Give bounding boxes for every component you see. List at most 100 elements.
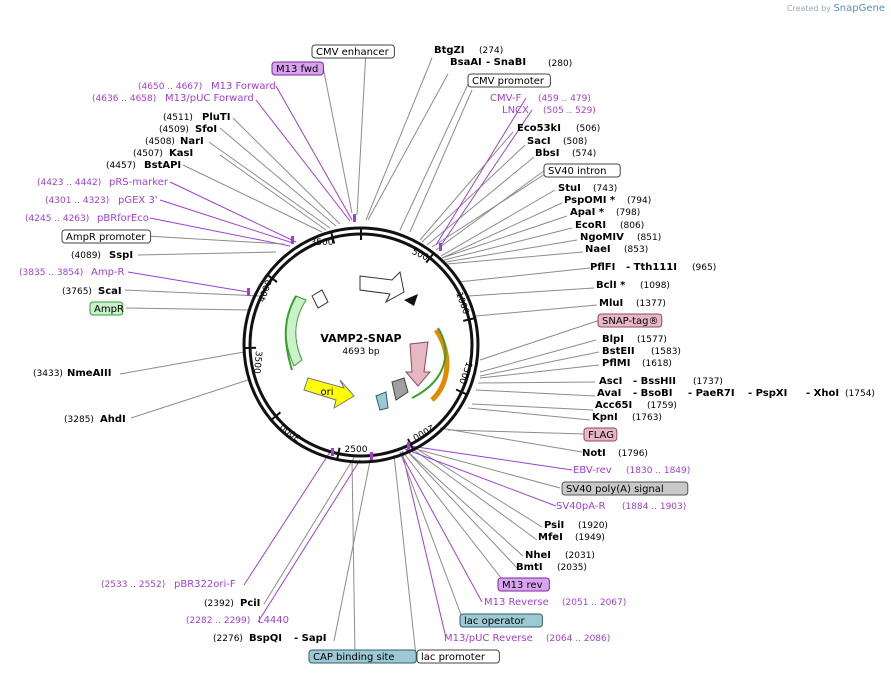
enzyme-label-pspomi: PspOMI * — [564, 195, 616, 206]
primer-line-9 — [404, 448, 557, 507]
enzyme-label-noti: NotI — [582, 448, 606, 459]
enzyme-position-nari: (4508) — [145, 137, 175, 147]
enzyme-label-eco53ki: Eco53kI — [517, 123, 561, 134]
ampr-promoter-arrow — [311, 289, 329, 309]
enzyme-label-bcli: BclI * — [596, 280, 626, 291]
primer-line-4 — [149, 217, 291, 247]
enzyme-label-mlui: MluI — [599, 298, 623, 309]
primer-line-6 — [435, 97, 527, 246]
enzyme-label-nmeaiii: NmeAIII — [67, 368, 111, 379]
leader-line-32 — [219, 154, 327, 231]
leader-line-26 — [409, 446, 538, 541]
feature-label-ampr-promoter: AmpR promoter — [66, 232, 146, 243]
feature-line-11 — [125, 307, 251, 311]
tick-mark-4500 — [330, 231, 336, 244]
enzyme-position-nmeaiii: (3433) — [33, 369, 63, 379]
leader-line-2 — [367, 73, 449, 221]
site-marker-4 — [331, 448, 334, 456]
enzyme-position-eco53ki: (506) — [576, 124, 600, 134]
primer-label-m13-forward: M13 Forward — [211, 81, 276, 92]
primer-range-pbrforeco: (4245 .. 4263) — [25, 214, 89, 224]
primer-range-l4440: (2282 .. 2299) — [186, 616, 250, 626]
sv40-intron-marker — [404, 294, 418, 306]
primer-line-7 — [439, 109, 533, 248]
enzyme-position-noti: (1796) — [618, 449, 648, 459]
leader-line-34 — [137, 251, 277, 256]
enzyme-label-snabi: - SnaBI — [486, 57, 526, 68]
enzyme-position-kpni: (1763) — [632, 413, 662, 423]
enzyme-label-blpi: BlpI — [602, 334, 624, 345]
enzyme-label-apai: ApaI * — [570, 207, 605, 218]
primer-range-prs-marker: (4423 .. 4442) — [37, 178, 101, 188]
feature-box-m13-rev — [497, 577, 550, 592]
enzyme-label-asci: AscI — [599, 376, 622, 387]
feature-label-lac-operator: lac operator — [464, 616, 525, 627]
leader-line-1 — [365, 57, 433, 221]
enzyme-position-mfei: (1949) — [575, 533, 605, 543]
leader-line-33 — [182, 164, 323, 233]
enzyme-label-pflmi: PflMI — [602, 358, 630, 369]
enzyme-position-tth111i: (965) — [692, 263, 716, 273]
gene-orange-arc — [430, 328, 450, 402]
enzyme-position-btgzi: (274) — [479, 46, 503, 56]
enzyme-label-mfei: MfeI — [538, 532, 563, 543]
primer-label-ebv-rev: EBV-rev — [573, 465, 612, 476]
tick-mark-3000 — [270, 411, 282, 421]
primer-range-pbr322ori-f: (2533 .. 2552) — [101, 580, 165, 590]
sv40-polya-arrow — [391, 377, 409, 401]
primer-label-lncx: LNCX — [502, 105, 529, 116]
primer-range-lncx: (505 .. 529) — [543, 106, 596, 116]
primer-line-0 — [275, 85, 353, 221]
primer-line-3 — [159, 199, 294, 244]
leader-line-15 — [467, 287, 595, 297]
site-marker-6 — [247, 288, 250, 296]
site-marker-2 — [407, 442, 410, 450]
snap-tag-arrow — [404, 341, 432, 387]
leader-line-10 — [441, 215, 568, 259]
feature-label-cmv-enhancer: CMV enhancer — [316, 47, 390, 58]
feature-line-10 — [145, 235, 285, 245]
primer-label-m13-puc-forward: M13/pUC Forward — [165, 93, 254, 104]
primer-line-10 — [399, 451, 483, 603]
enzyme-position-bcli: (1098) — [640, 281, 670, 291]
primer-label-m13-reverse: M13 Reverse — [484, 597, 549, 608]
enzyme-label-kasi: KasI — [169, 148, 193, 159]
primer-range-sv40pa-r: (1884 .. 1903) — [622, 502, 686, 512]
enzyme-position-ngomiv: (851) — [637, 233, 661, 243]
feature-box-sv40-intron — [543, 163, 621, 178]
primer-label-prs-marker: pRS-marker — [109, 177, 169, 188]
enzyme-position-kasi: (4507) — [133, 149, 163, 159]
leader-line-5 — [421, 144, 526, 243]
enzyme-position-apai: (798) — [616, 208, 640, 218]
leader-line-9 — [441, 202, 563, 259]
enzyme-label-paer7i: - PaeR7I — [688, 388, 735, 399]
leader-line-4 — [419, 131, 514, 241]
feature-label-snap-tag: SNAP-tag® — [602, 316, 658, 327]
enzyme-position-pflmi: (1618) — [642, 359, 672, 369]
leader-line-0 — [321, 61, 353, 214]
leader-line-23 — [467, 407, 591, 421]
enzyme-label-bspqi: BspQI — [249, 633, 282, 644]
enzyme-label-bbsi: BbsI — [535, 148, 559, 159]
feature-line-7 — [399, 451, 464, 621]
plasmid-length: 4693 bp — [342, 347, 379, 357]
enzyme-label-nari: NarI — [180, 136, 204, 147]
feature-box-cmv-promoter — [467, 73, 551, 88]
enzyme-position-blpi: (1577) — [637, 335, 667, 345]
enzyme-position-bstapi: (4457) — [106, 161, 136, 171]
enzyme-position-ahdi: (3285) — [64, 415, 94, 425]
cmv-promoter-arrow — [359, 270, 405, 304]
feature-line-5 — [411, 447, 561, 489]
enzyme-label-btgzi: BtgZI — [434, 45, 465, 56]
enzyme-label-xhoi: - XhoI — [806, 388, 839, 399]
enzyme-position-saci: (508) — [563, 137, 587, 147]
ori-arrow — [303, 377, 355, 410]
leader-line-35 — [124, 289, 261, 297]
enzyme-label-avai: AvaI — [597, 388, 621, 399]
primer-label-cmv-f: CMV-F — [490, 93, 521, 104]
feature-box-sv40-poly-a-signal — [561, 481, 689, 496]
leader-line-20 — [477, 381, 596, 384]
enzyme-position-naei: (853) — [624, 245, 648, 255]
tick-mark-2000 — [407, 438, 415, 451]
feature-label-m13-fwd: M13 fwd — [276, 64, 318, 75]
